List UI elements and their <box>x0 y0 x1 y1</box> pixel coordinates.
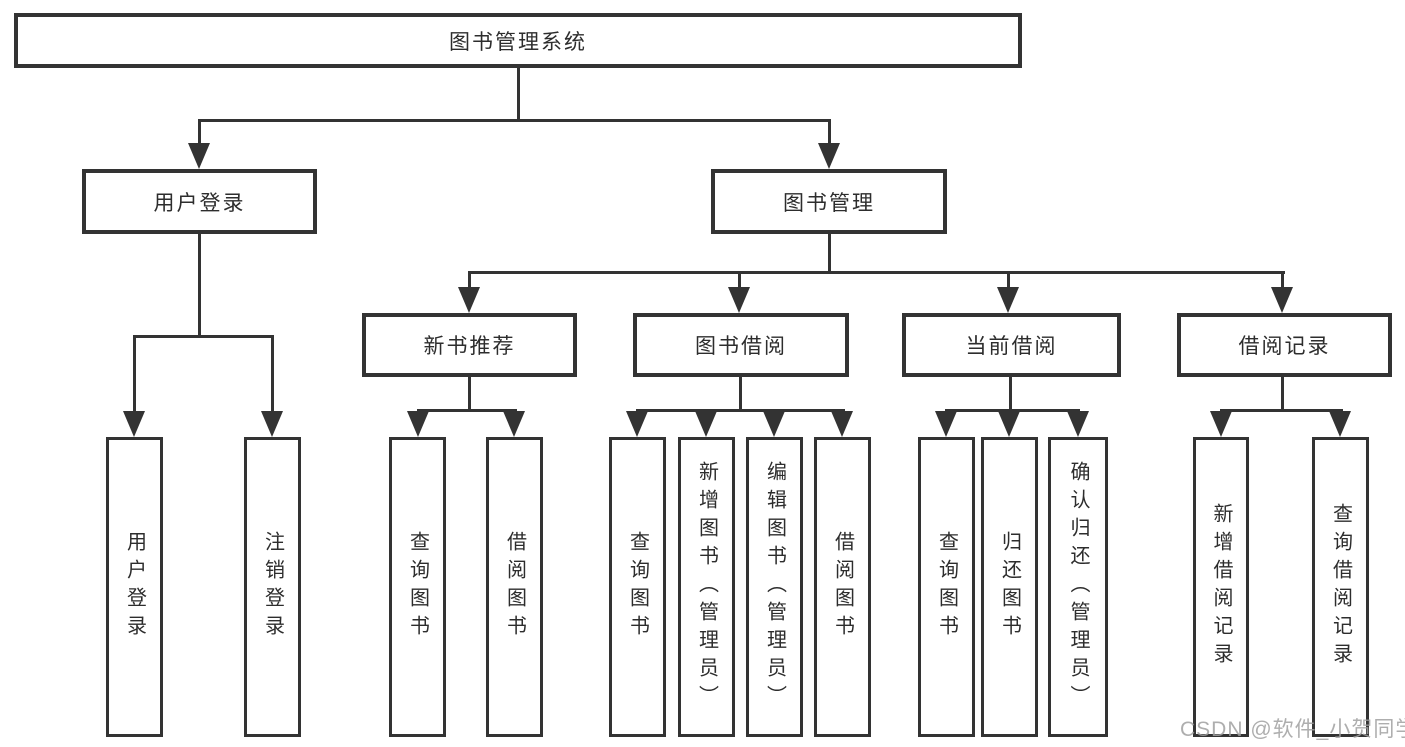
connector-line <box>271 335 274 413</box>
arrow-down-icon <box>998 411 1020 437</box>
connector-line <box>1009 377 1012 409</box>
leaf-query-books-current: 查询图书 <box>918 437 975 737</box>
connector-line <box>1281 271 1284 287</box>
leaf-query-books-recommend: 查询图书 <box>389 437 446 737</box>
connector-line <box>636 409 845 412</box>
leaf-user-login: 用户登录 <box>106 437 163 737</box>
arrow-down-icon <box>123 411 145 437</box>
leaf-borrow-books-recommend: 借阅图书 <box>486 437 543 737</box>
node-book-borrowing: 图书借阅 <box>633 313 849 377</box>
connector-line <box>198 119 201 146</box>
leaf-confirm-return-admin: 确认归还（管理员） <box>1048 437 1108 737</box>
leaf-add-books-admin: 新增图书（管理员） <box>678 437 735 737</box>
arrow-down-icon <box>261 411 283 437</box>
arrow-down-icon <box>997 287 1019 313</box>
leaf-add-borrow-record: 新增借阅记录 <box>1193 437 1249 737</box>
arrow-down-icon <box>1210 411 1232 437</box>
connector-line <box>198 119 831 122</box>
connector-line <box>945 409 1080 412</box>
arrow-down-icon <box>1329 411 1351 437</box>
arrow-down-icon <box>728 287 750 313</box>
node-new-book-recommendation: 新书推荐 <box>362 313 577 377</box>
arrow-down-icon <box>935 411 957 437</box>
node-current-borrowing: 当前借阅 <box>902 313 1121 377</box>
connector-line <box>1007 271 1010 287</box>
leaf-return-books: 归还图书 <box>981 437 1038 737</box>
connector-line <box>1220 409 1343 412</box>
leaf-borrow-books-borrowing: 借阅图书 <box>814 437 871 737</box>
arrow-down-icon <box>1067 411 1089 437</box>
connector-line <box>468 271 471 287</box>
connector-line <box>469 271 1285 274</box>
node-book-management: 图书管理 <box>711 169 947 234</box>
connector-line <box>828 119 831 146</box>
arrow-down-icon <box>503 411 525 437</box>
connector-line <box>828 233 831 271</box>
connector-line <box>1281 377 1284 409</box>
arrow-down-icon <box>458 287 480 313</box>
node-library-management-system: 图书管理系统 <box>14 13 1022 68</box>
leaf-logout: 注销登录 <box>244 437 301 737</box>
arrow-down-icon <box>818 143 840 169</box>
connector-line <box>198 234 201 335</box>
connector-line <box>417 409 517 412</box>
node-borrowing-records: 借阅记录 <box>1177 313 1392 377</box>
watermark: CSDN @软件_小贺同学 <box>1180 718 1405 741</box>
leaf-edit-books-admin: 编辑图书（管理员） <box>746 437 803 737</box>
arrow-down-icon <box>763 411 785 437</box>
leaf-query-books-borrowing: 查询图书 <box>609 437 666 737</box>
connector-line <box>468 377 471 409</box>
connector-line <box>738 271 741 287</box>
arrow-down-icon <box>831 411 853 437</box>
connector-line <box>739 377 742 409</box>
arrow-down-icon <box>1271 287 1293 313</box>
arrow-down-icon <box>407 411 429 437</box>
arrow-down-icon <box>695 411 717 437</box>
arrow-down-icon <box>626 411 648 437</box>
leaf-query-borrow-record: 查询借阅记录 <box>1312 437 1369 737</box>
connector-line <box>133 335 274 338</box>
node-user-login: 用户登录 <box>82 169 317 234</box>
connector-line <box>133 335 136 413</box>
connector-line <box>517 68 520 119</box>
arrow-down-icon <box>188 143 210 169</box>
